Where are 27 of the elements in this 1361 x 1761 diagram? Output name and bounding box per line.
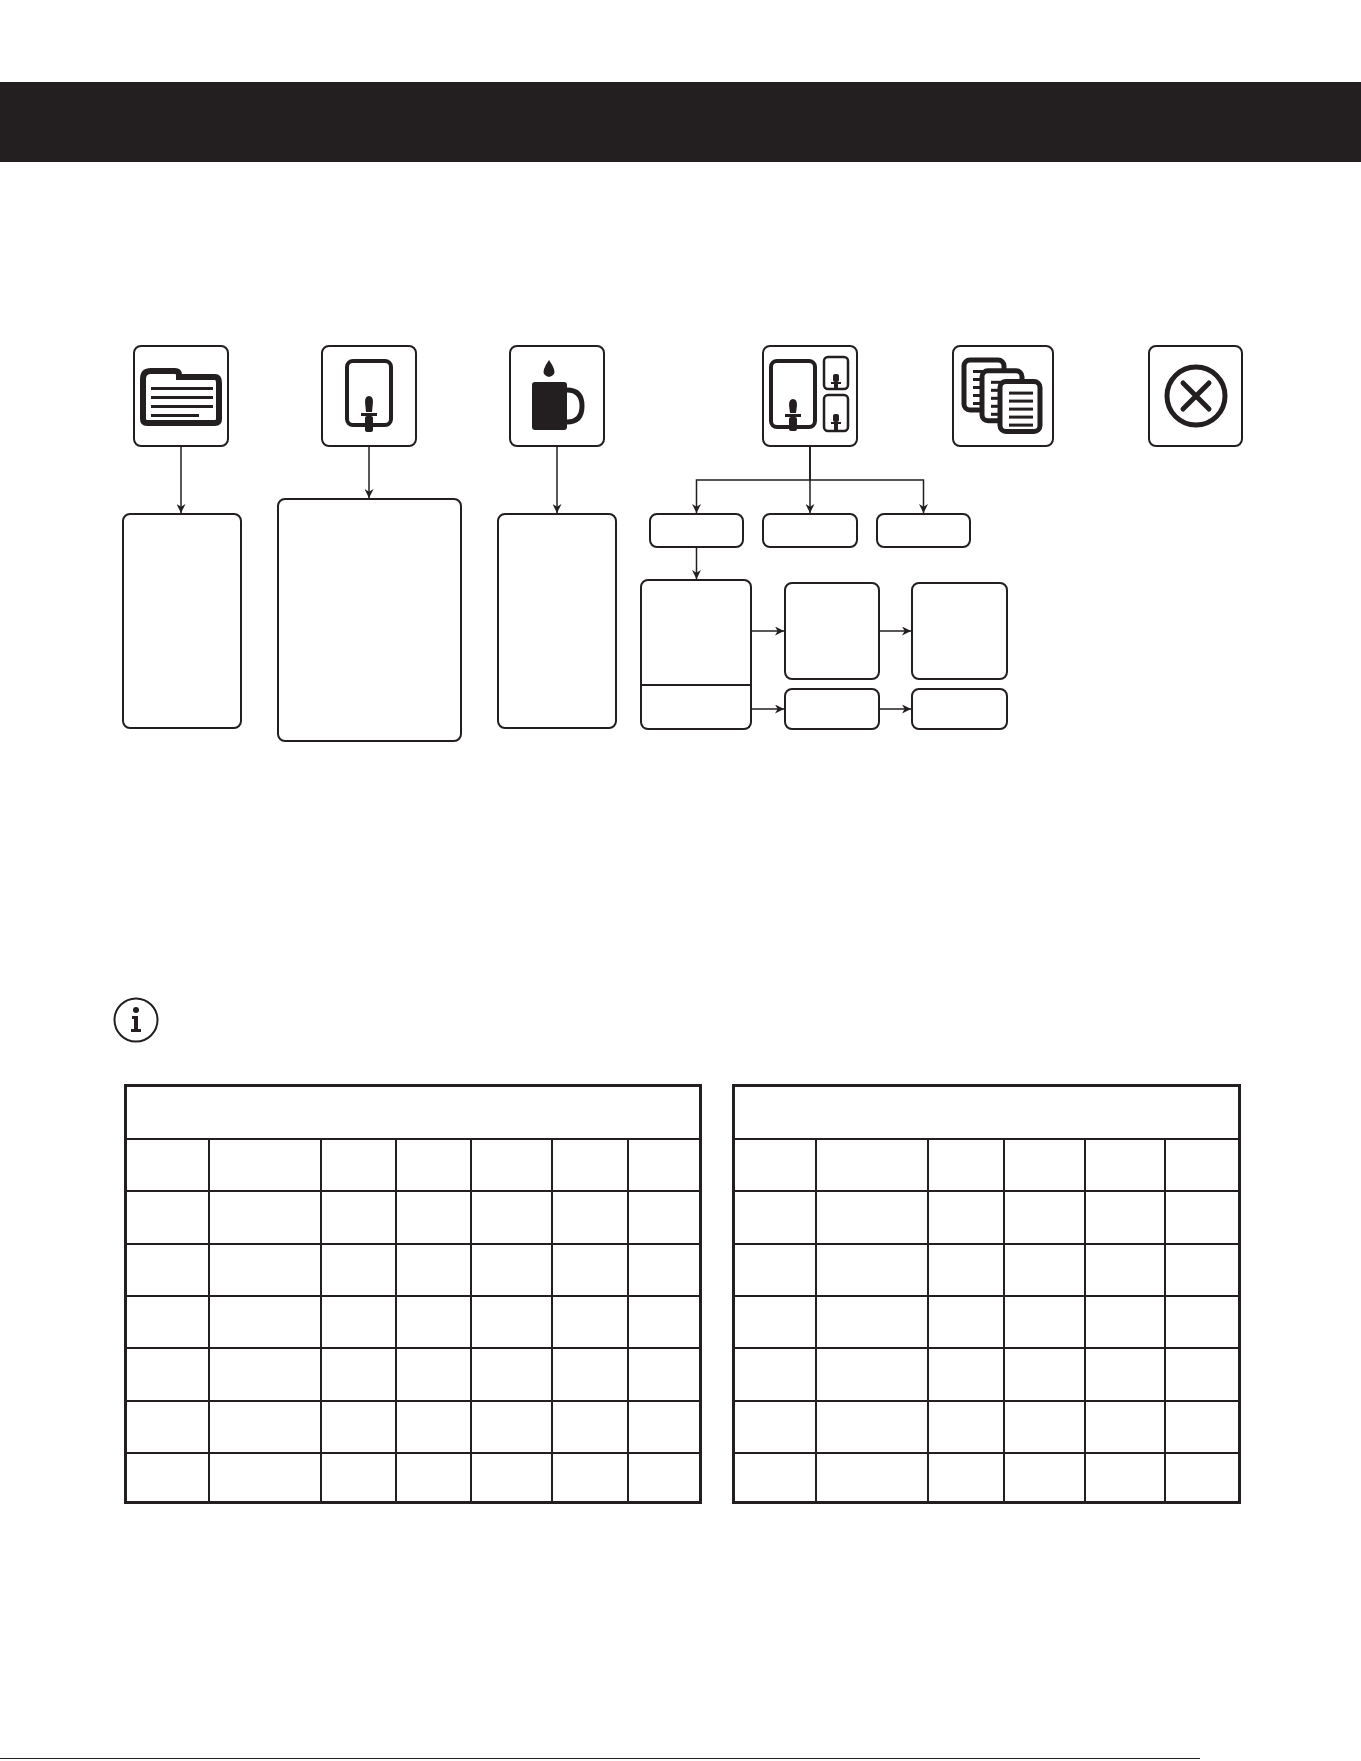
process-box (876, 513, 971, 548)
process-box (911, 582, 1008, 680)
process-box (122, 513, 242, 729)
arrow (751, 626, 785, 636)
icon-tile (762, 345, 858, 447)
icon-tile (1148, 345, 1243, 447)
icon-tile (321, 345, 417, 447)
arrow (176, 446, 186, 514)
process-box (911, 688, 1008, 730)
arrow (552, 446, 562, 514)
box-upper-section (640, 579, 752, 686)
process-box (762, 513, 858, 548)
process-box (649, 513, 744, 548)
arrow (364, 446, 374, 499)
arrow (809, 446, 928, 514)
box-lower-section (640, 686, 752, 730)
icon-tile (509, 345, 605, 447)
arrow (879, 704, 912, 714)
icon-tile (133, 345, 229, 447)
process-box (277, 498, 462, 742)
process-box (497, 513, 617, 729)
arrow (692, 547, 701, 580)
process-box (784, 688, 880, 730)
icon-tile (952, 345, 1054, 447)
arrow (751, 704, 785, 714)
arrow (879, 626, 912, 636)
process-box (784, 582, 880, 680)
